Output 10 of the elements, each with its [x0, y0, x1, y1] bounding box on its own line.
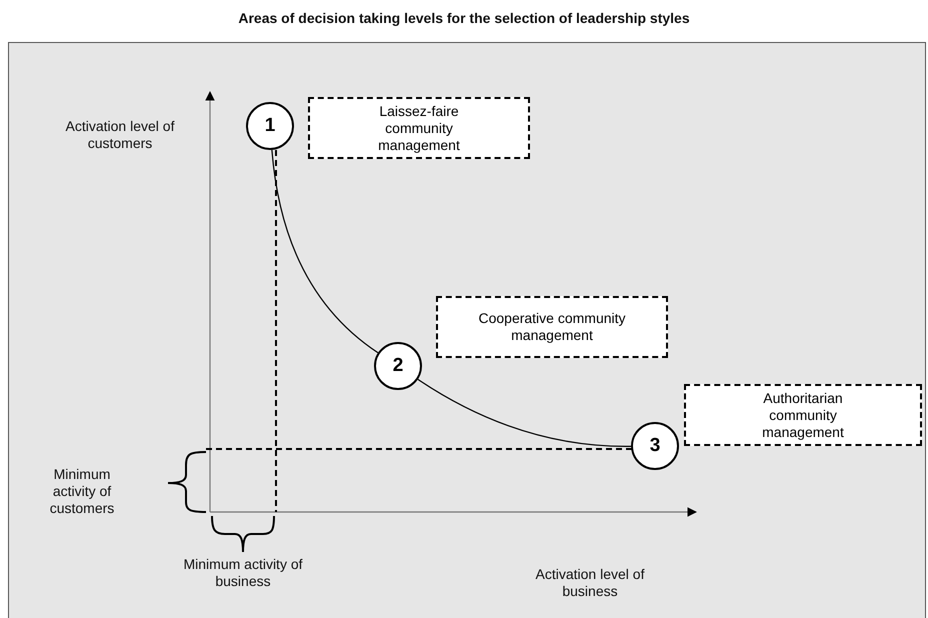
curve-line [418, 378, 632, 447]
axis-label: Activation level of customers [64, 118, 176, 152]
brace-label: Minimum activity of customers [48, 466, 116, 517]
curve-line [271, 150, 378, 354]
style-box: Authoritarian community management [684, 384, 922, 446]
brace-label: Minimum activity of business [182, 556, 304, 590]
style-box: Laissez-faire community management [308, 97, 530, 159]
axis-label: Activation level of business [535, 566, 645, 600]
chart-title: Areas of decision taking levels for the selection of leadership styles [237, 10, 691, 26]
style-box: Cooperative community management [436, 296, 668, 358]
